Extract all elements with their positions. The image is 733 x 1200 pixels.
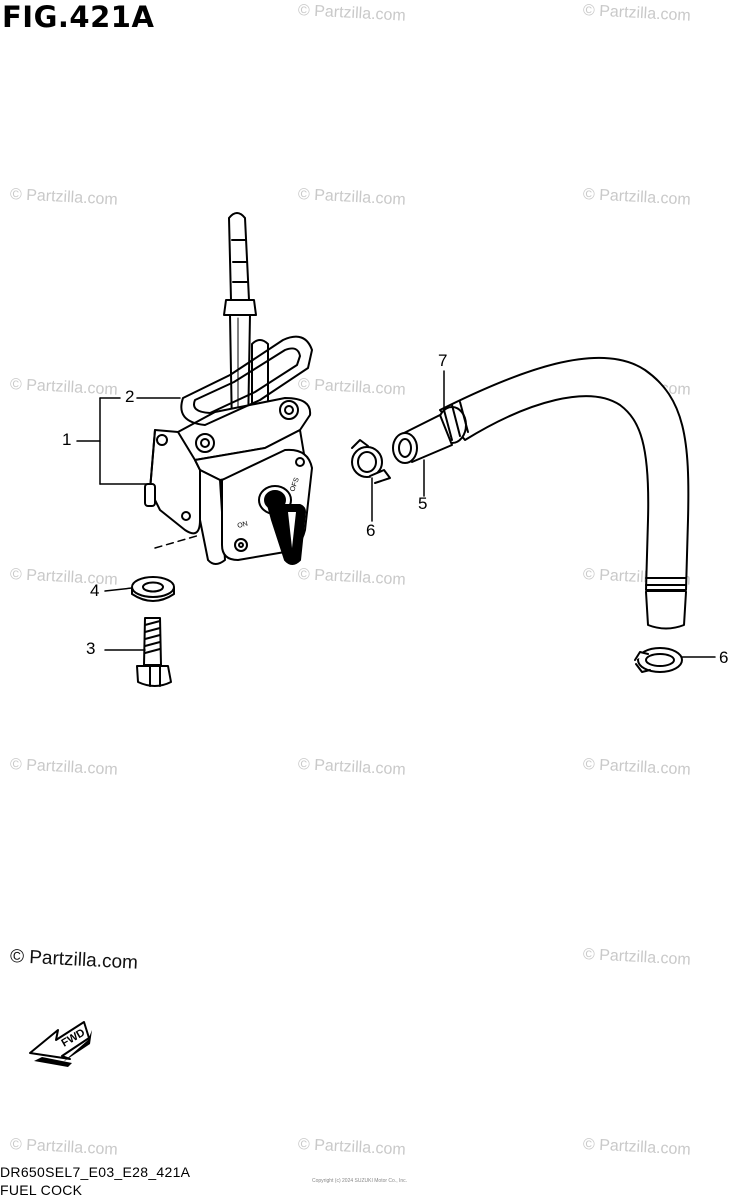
callout-7: 7 xyxy=(438,351,448,370)
off-mark: OFS xyxy=(289,476,301,492)
hose-clamp-upper xyxy=(351,439,391,484)
callout-6-upper: 6 xyxy=(366,521,376,540)
on-mark: ON xyxy=(237,520,249,529)
bolt xyxy=(136,617,172,687)
callout-1: 1 xyxy=(62,430,72,449)
figure-title: FIG.421A xyxy=(2,0,155,34)
callout-5: 5 xyxy=(418,494,428,513)
callout-2: 2 xyxy=(125,387,135,406)
callout-4: 4 xyxy=(90,581,100,600)
callout-6-lower: 6 xyxy=(719,648,729,667)
fuel-cock-assembly xyxy=(144,212,313,565)
fwd-arrow: FWD xyxy=(29,1021,92,1067)
diagram-caption: FUEL COCK xyxy=(0,1182,83,1198)
fuel-hose xyxy=(437,356,690,630)
diagram-code: DR650SEL7_E03_E28_421A xyxy=(0,1164,191,1180)
copyright-note: Copyright (c) 2024 SUZUKI Motor Co., Inc… xyxy=(312,1178,408,1184)
washer xyxy=(131,576,175,602)
hose-inlet xyxy=(392,414,453,464)
hose-clamp-lower xyxy=(634,647,683,673)
callout-3: 3 xyxy=(86,639,96,658)
